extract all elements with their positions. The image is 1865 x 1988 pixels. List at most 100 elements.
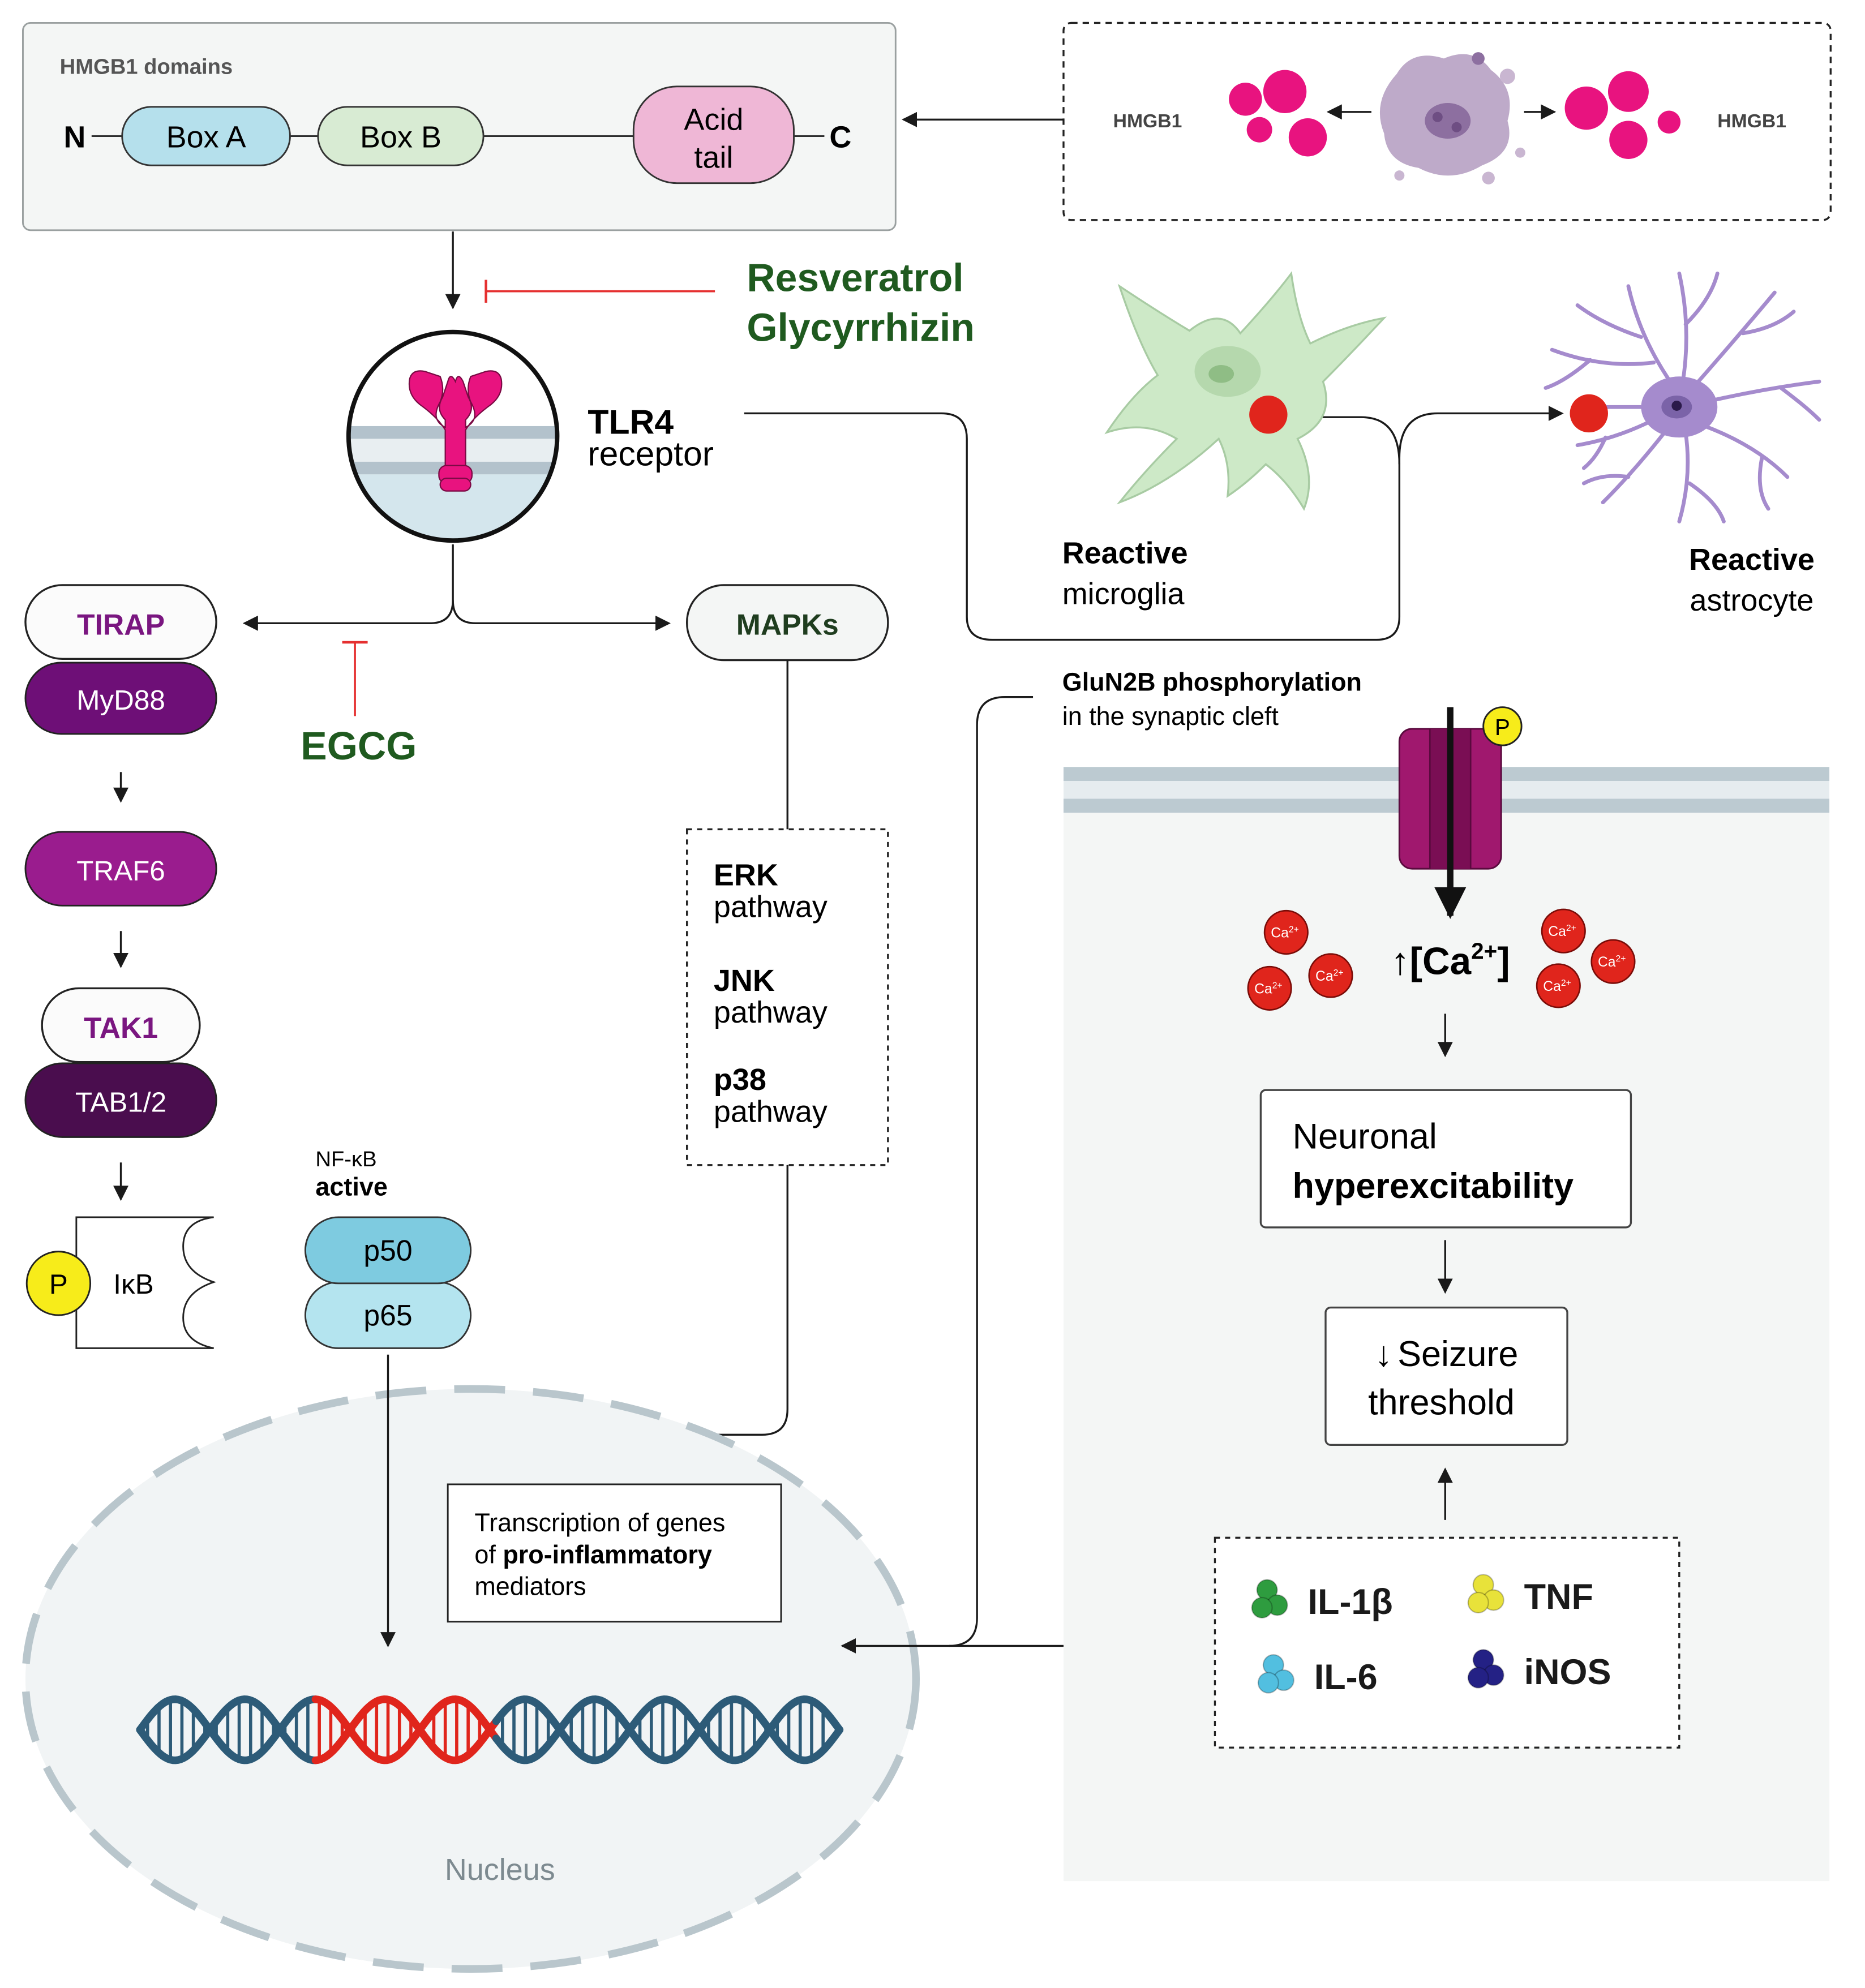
jnk-label: JNK: [714, 964, 775, 998]
mediator-label: IL-6: [1314, 1658, 1378, 1697]
glun2b-connector: [949, 695, 1034, 1647]
reactive-microglia-icon: [1104, 270, 1387, 511]
p50-label: p50: [363, 1234, 412, 1266]
box-a-domain: [121, 106, 291, 166]
myd88-pill: [24, 662, 217, 735]
hmgb1-release-panel: HMGB1 HMGB1: [1062, 22, 1832, 221]
box-b-domain: [317, 106, 485, 166]
tlr4-label: TLR4: [588, 402, 674, 441]
resveratrol-inhibition: [485, 280, 715, 303]
ikb-phospho-label: P: [49, 1269, 68, 1300]
c-terminus-label: C: [829, 121, 851, 154]
ikb-label: IκB: [113, 1269, 153, 1300]
hmgb1-particles-right: [1564, 71, 1681, 159]
mediators-list: IL-1β TNF IL-6 iNOS: [1251, 1574, 1611, 1697]
resveratrol-label: Resveratrol: [747, 256, 963, 300]
transcription-line-3: mediators: [474, 1571, 586, 1600]
tlr4-to-tirap-arrow: [242, 544, 454, 631]
erk-label: ERK: [714, 858, 778, 892]
mediator-dot: [1467, 1591, 1489, 1614]
mediators-box: [1214, 1536, 1680, 1749]
myd88-pathway: TIRAP MyD88 TRAF6 TAK1 TAB1/2 IκB P: [24, 584, 217, 1349]
mapks-label: MAPKs: [736, 608, 839, 641]
neuronal-label: Neuronal: [1293, 1117, 1437, 1157]
erk-pathway-label: pathway: [714, 890, 828, 924]
hyperexcitability-label: hyperexcitability: [1293, 1166, 1574, 1206]
calcium-ion: [1590, 939, 1636, 984]
mediator-dot: [1467, 1667, 1489, 1689]
traf6-pill: [24, 831, 217, 907]
calcium-ion: [1247, 965, 1292, 1011]
p50-pill: [304, 1216, 472, 1285]
glun2b-phospho-label: P: [1495, 714, 1510, 740]
hmgb1-left-label: HMGB1: [1113, 110, 1182, 132]
tak1-label: TAK1: [84, 1011, 158, 1044]
transcription-line-2: of pro-inflammatory: [474, 1540, 712, 1569]
glun2b-sub-label: in the synaptic cleft: [1062, 702, 1279, 731]
hmgb1-domains-title: HMGB1 domains: [60, 54, 233, 79]
hmgb1-particles-left: [1229, 70, 1327, 157]
seizure-threshold-box: [1324, 1306, 1568, 1446]
p38-label: p38: [714, 1063, 766, 1097]
glun2b-channel-icon: P: [1398, 706, 1523, 919]
tlr4-receptor-label: receptor: [588, 435, 714, 473]
mediator-label: IL-1β: [1308, 1582, 1393, 1622]
acid-tail-label-1: Acid: [684, 102, 743, 136]
transcription-line-1: Transcription of genes: [474, 1508, 725, 1537]
jnk-pathway-label: pathway: [714, 995, 828, 1029]
tlr4-to-microglia-connector: [1293, 409, 1401, 465]
calcium-ion: [1308, 953, 1353, 998]
calcium-ion-label: Ca2+: [1548, 924, 1576, 939]
microglia-label-bold: Reactive: [1062, 536, 1188, 570]
calcium-label: ↑[Ca2+]: [1391, 938, 1510, 983]
microglia-label: microglia: [1062, 577, 1185, 611]
glycyrrhizin-label: Glycyrrhizin: [747, 305, 975, 349]
transcription-box: [447, 1483, 782, 1623]
tab-pill: [24, 1062, 217, 1138]
calcium-ion-label: Ca2+: [1315, 968, 1344, 984]
tlr4-to-mapks-arrow: [452, 600, 671, 631]
calcium-ion-label: Ca2+: [1254, 981, 1283, 997]
astrocyte-label: astrocyte: [1690, 583, 1814, 617]
mediator-label: TNF: [1524, 1577, 1593, 1617]
neuronal-hyperexcitability-box: [1259, 1089, 1632, 1229]
ikb-shape: [75, 1216, 217, 1349]
acid-tail-domain: [632, 85, 795, 184]
egcg-inhibition: [342, 641, 368, 716]
mediator-dot: [1257, 1672, 1279, 1694]
calcium-ion-label: Ca2+: [1598, 954, 1626, 970]
tirap-pill: [24, 584, 217, 660]
calcium-ion-label: Ca2+: [1543, 978, 1571, 994]
tab-label: TAB1/2: [75, 1087, 166, 1118]
dna-helix-icon: [136, 1695, 844, 1764]
calcium-ions: Ca2+ Ca2+ Ca2+ Ca2+ Ca2+ Ca2+: [1247, 908, 1636, 1011]
box-b-label: Box B: [360, 121, 441, 154]
egcg-label: EGCG: [301, 724, 417, 768]
acid-tail-label-2: tail: [694, 141, 733, 175]
hmgb1-right-label: HMGB1: [1717, 110, 1786, 132]
p38-pathway-label: pathway: [714, 1094, 828, 1128]
calcium-ion: [1536, 963, 1581, 1008]
p65-label: p65: [363, 1299, 412, 1332]
seizure-label: ↓Seizure: [1375, 1334, 1519, 1374]
mediator-dot: [1251, 1596, 1273, 1619]
ikb-phospho-badge: [25, 1251, 92, 1316]
tak1-pill: [41, 987, 201, 1063]
mediator-label: iNOS: [1524, 1652, 1611, 1692]
astrocyte-label-bold: Reactive: [1689, 543, 1815, 577]
tlr4-receptor-icon: [346, 329, 560, 543]
mapk-pathways-box: [686, 828, 889, 1166]
glun2b-label: GluN2B phosphorylation: [1062, 667, 1362, 696]
calcium-ion: [1263, 909, 1309, 955]
necrotic-cell-icon: [1379, 52, 1525, 184]
nfkb-active-label: active: [315, 1173, 387, 1201]
nucleus-label: Nucleus: [445, 1853, 555, 1887]
traf6-label: TRAF6: [76, 855, 165, 886]
nfkb-label: NF-κB: [315, 1147, 376, 1171]
tlr4-to-astrocyte-connector: [744, 405, 1564, 641]
n-terminus-label: N: [63, 121, 85, 154]
hmgb1-domains-panel: HMGB1 domains N C Box A Box B Acid tail: [22, 22, 897, 231]
calcium-ion-label: Ca2+: [1271, 925, 1299, 941]
